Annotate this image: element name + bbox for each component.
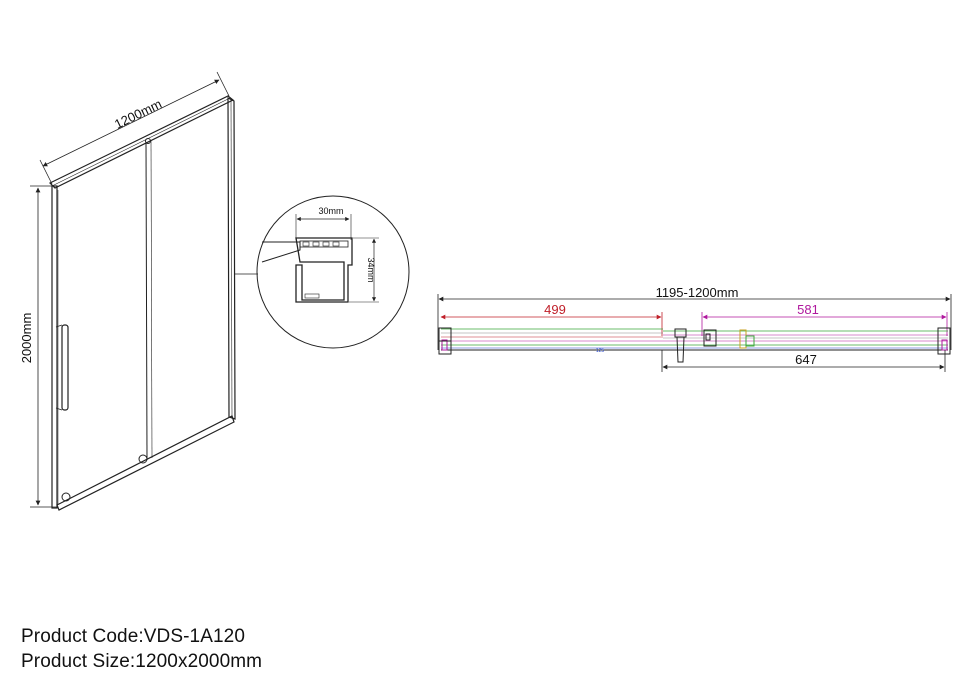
detail-circle [256,195,410,349]
left-wall-profile [51,185,58,509]
plan-right-dimension [701,312,948,336]
plan-bottom-dimension [661,350,946,372]
plan-geometry [441,328,948,351]
bottom-rail [56,415,235,511]
right-wall-profile [227,97,236,420]
iso-door-view [48,95,236,511]
product-code-line: Product Code:VDS-1A120 [21,626,245,647]
plan-right-label: 581 [797,302,819,317]
profile-detail [234,195,410,349]
profile-width-label: 30mm [318,206,343,216]
profile-height-label: 34mm [366,257,376,282]
plan-center-mark: 125 [596,348,605,354]
panel-divider [145,141,148,461]
plan-left-profile [438,327,452,355]
width-label: 1200mm [112,96,164,132]
bottom-roller [138,454,148,464]
plan-bottom-label: 647 [795,352,817,367]
door-handle [61,324,69,411]
product-size-line: Product Size:1200x2000mm [21,651,263,672]
width-dimension [39,71,230,185]
profile-shape [295,237,353,303]
plan-right-profile [937,327,951,355]
plan-center-parts [674,328,755,363]
plan-total-label: 1195-1200mm [656,285,739,300]
height-dimension [30,185,57,508]
height-label: 2000mm [19,313,34,364]
plan-left-dimension [440,312,663,336]
plan-total-dimension [437,294,952,350]
plan-left-label: 499 [544,302,566,317]
